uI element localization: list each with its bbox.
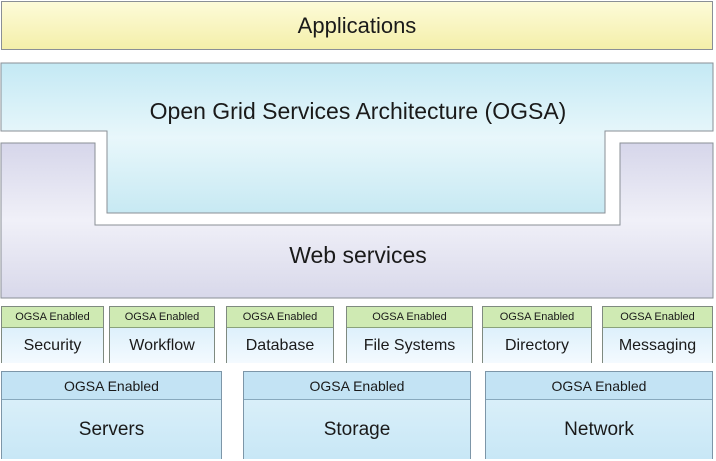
service-file-systems: OGSA Enabled File Systems xyxy=(346,306,473,363)
ogsa-enabled-tag: OGSA Enabled xyxy=(347,307,472,328)
web-services-layer xyxy=(0,142,714,299)
ogsa-layer xyxy=(0,62,714,214)
ogsa-enabled-tag: OGSA Enabled xyxy=(486,372,712,400)
service-database: OGSA Enabled Database xyxy=(226,306,334,363)
service-directory: OGSA Enabled Directory xyxy=(482,306,592,363)
ogsa-enabled-tag: OGSA Enabled xyxy=(244,372,470,400)
service-label: Security xyxy=(2,328,103,363)
service-label: File Systems xyxy=(347,328,472,363)
resource-label: Network xyxy=(486,400,712,459)
service-workflow: OGSA Enabled Workflow xyxy=(109,306,215,363)
applications-layer: Applications xyxy=(1,1,713,50)
service-messaging: OGSA Enabled Messaging xyxy=(602,306,713,363)
service-label: Database xyxy=(227,328,333,363)
ogsa-label: Open Grid Services Architecture (OGSA) xyxy=(149,98,567,124)
architecture-layers xyxy=(0,62,714,299)
resource-label: Servers xyxy=(2,400,221,459)
web-services-label: Web services xyxy=(289,242,427,268)
ogsa-enabled-tag: OGSA Enabled xyxy=(2,372,221,400)
ogsa-enabled-tag: OGSA Enabled xyxy=(483,307,591,328)
ogsa-enabled-tag: OGSA Enabled xyxy=(110,307,214,328)
service-label: Workflow xyxy=(110,328,214,363)
service-security: OGSA Enabled Security xyxy=(1,306,104,363)
applications-label: Applications xyxy=(297,12,417,38)
ogsa-enabled-tag: OGSA Enabled xyxy=(2,307,103,328)
resource-network: OGSA Enabled Network xyxy=(485,371,713,459)
resource-servers: OGSA Enabled Servers xyxy=(1,371,222,459)
service-label: Messaging xyxy=(603,328,712,363)
ogsa-enabled-tag: OGSA Enabled xyxy=(227,307,333,328)
ogsa-enabled-tag: OGSA Enabled xyxy=(603,307,712,328)
resource-label: Storage xyxy=(244,400,470,459)
service-label: Directory xyxy=(483,328,591,363)
resource-storage: OGSA Enabled Storage xyxy=(243,371,471,459)
